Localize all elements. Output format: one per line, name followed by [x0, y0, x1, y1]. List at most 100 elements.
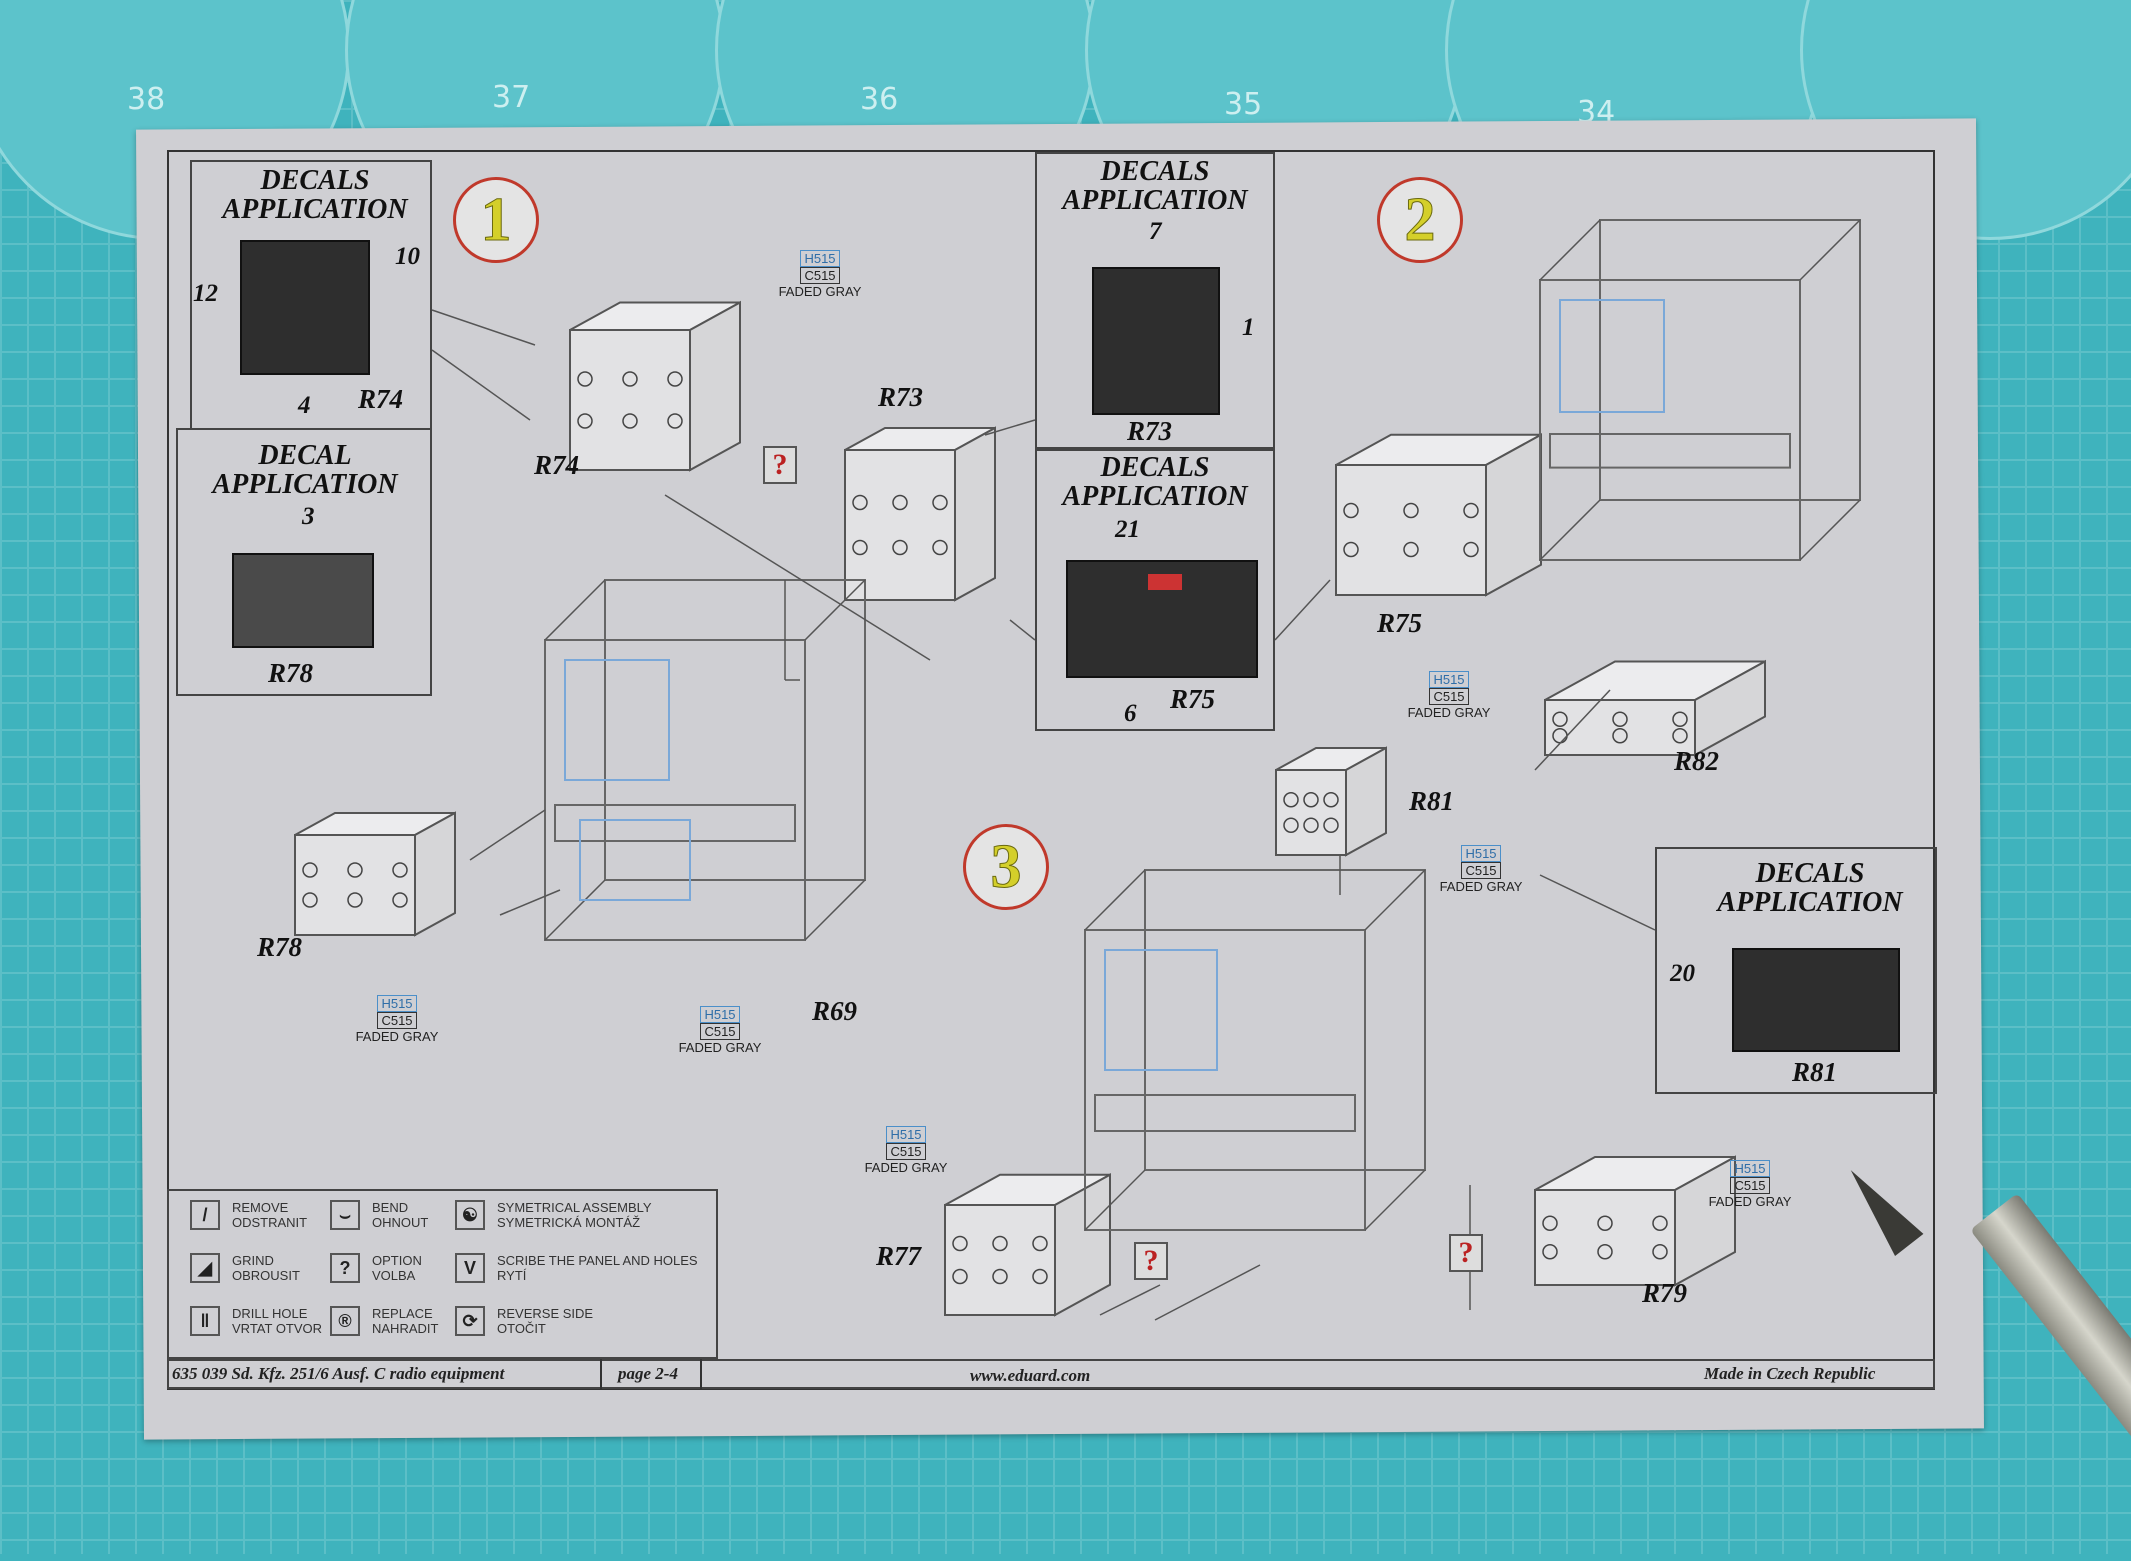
knob: [1597, 1215, 1613, 1231]
frame-step2-edge: [1539, 499, 1601, 561]
decal-preview-r75: [1066, 560, 1258, 678]
knob: [1612, 711, 1628, 727]
knob: [892, 539, 908, 556]
knob: [1303, 817, 1319, 833]
knife-icon: /: [190, 1200, 220, 1230]
knob: [1403, 502, 1419, 519]
part-r78: [294, 834, 416, 936]
knob: [932, 539, 948, 556]
decal-number: 6: [1124, 700, 1137, 727]
leader-line: [431, 309, 536, 346]
part-r81-side: [1345, 746, 1387, 857]
frame-step2-edge: [1799, 219, 1861, 281]
part-r69-highlight: [564, 659, 670, 781]
knob: [347, 892, 363, 908]
decal-preview-r81: [1732, 948, 1900, 1052]
knob: [1323, 817, 1339, 833]
knob: [892, 494, 908, 511]
decal-title: DECALS APPLICATION: [222, 165, 408, 225]
knob: [1542, 1215, 1558, 1231]
grind-icon: ◢: [190, 1253, 220, 1283]
ruler-number: 36: [860, 82, 899, 117]
knob: [1652, 1244, 1668, 1260]
leader-line: [1274, 579, 1331, 641]
step-2-marker: 2: [1377, 177, 1463, 263]
part-r81: [1275, 769, 1347, 856]
part-label: R81: [1792, 1057, 1838, 1087]
knob: [852, 539, 868, 556]
decal-preview-r78: [232, 553, 374, 648]
leader-line: [1009, 619, 1036, 641]
part-label: R73: [1127, 416, 1173, 446]
part-r69: [544, 639, 806, 941]
knob: [992, 1268, 1008, 1285]
option-marker: ?: [763, 446, 797, 484]
knob: [1552, 711, 1568, 727]
part-r77-side: [1054, 1173, 1111, 1317]
frame-step2-edge: [1539, 219, 1601, 281]
part-label-r73: R73: [878, 382, 924, 412]
knob: [347, 862, 363, 878]
footer-bar: [167, 1359, 1935, 1389]
ruler-number: 37: [492, 80, 531, 115]
knob: [1612, 728, 1628, 744]
knob: [1403, 541, 1419, 558]
frame-step3-edge: [1364, 869, 1426, 931]
drill-icon: ‖: [190, 1306, 220, 1336]
frame-step3-shelf: [1094, 1094, 1356, 1132]
knob: [1323, 792, 1339, 808]
part-r79-side: [1674, 1155, 1736, 1287]
frame-step3-edge: [1364, 1169, 1426, 1231]
knob: [952, 1268, 968, 1285]
leader-line: [431, 349, 531, 421]
part-label-r74: R74: [534, 450, 580, 480]
part-r73: [844, 449, 956, 601]
knob: [1283, 792, 1299, 808]
knob: [622, 371, 638, 387]
question-icon: ?: [330, 1253, 360, 1283]
part-r82: [1544, 699, 1696, 756]
footer-divider: [700, 1359, 702, 1389]
leader-line: [1534, 689, 1611, 771]
footer-divider: [600, 1359, 602, 1389]
frame-step3-edge: [1084, 869, 1146, 931]
frame-step3-highlight: [1104, 949, 1218, 1071]
part-label: R78: [268, 658, 314, 688]
leader-line: [469, 809, 546, 861]
decal-preview-r74: [240, 240, 370, 375]
part-r69-edge: [544, 879, 606, 941]
bend-icon: ⌣: [330, 1200, 360, 1230]
part-r69-edge: [544, 579, 606, 641]
knob: [952, 1235, 968, 1252]
leader-line: [984, 419, 1036, 436]
knob: [577, 413, 593, 429]
part-label-r82: R82: [1674, 746, 1720, 776]
knob: [1463, 541, 1479, 558]
knob: [1032, 1235, 1048, 1252]
part-r69-edge: [804, 579, 866, 641]
knob: [577, 371, 593, 387]
part-r75: [1335, 464, 1487, 596]
product-title: 635 039 Sd. Kfz. 251/6 Ausf. C radio equ…: [172, 1364, 505, 1383]
frame-step3-back: [1144, 869, 1426, 1171]
decal-number: 3: [302, 503, 315, 530]
part-label-r79: R79: [1642, 1278, 1688, 1308]
part-label-r81: R81: [1409, 786, 1455, 816]
knob: [1463, 502, 1479, 519]
frame-step2-shelf: [1549, 433, 1791, 469]
